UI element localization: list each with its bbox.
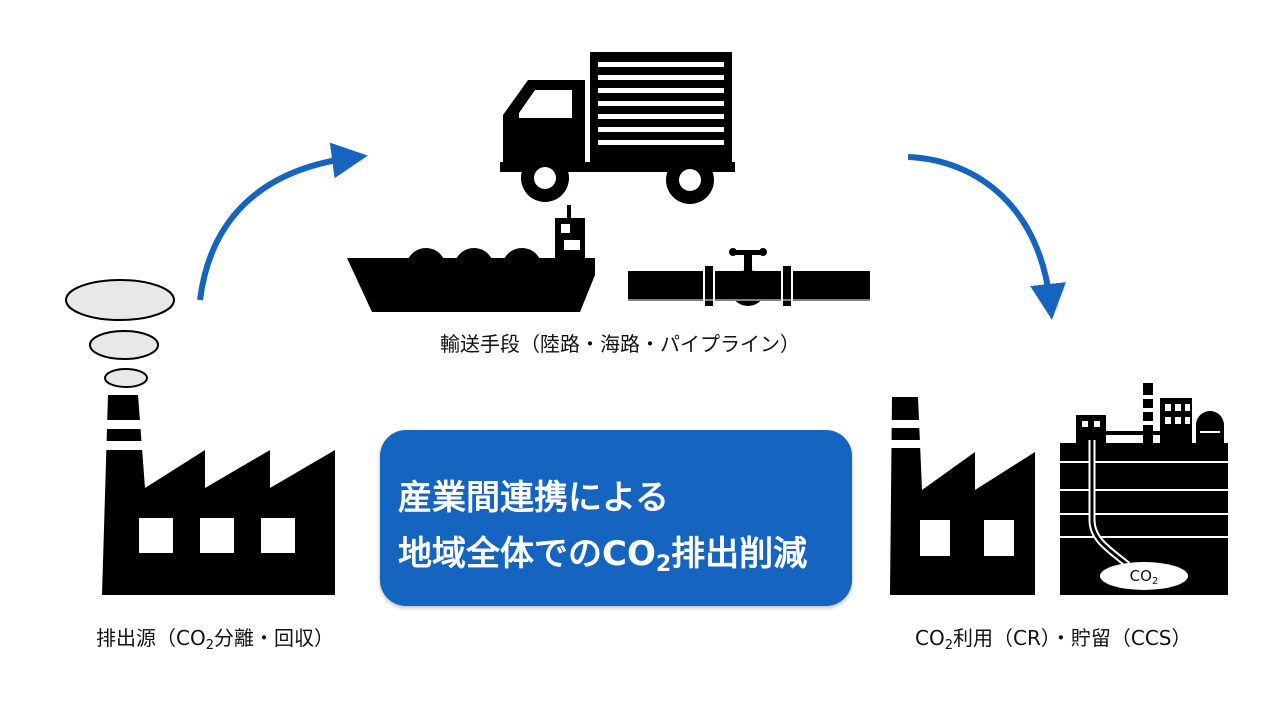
storage-co2-label: CO2 [1129,567,1159,587]
factory-icon [100,395,335,595]
factory-icon [888,397,1035,595]
flow-arrow-icon [197,142,368,301]
center-message-line1: 産業間連携による [398,478,669,518]
source-label: 排出源（CO2分離・回収） [96,626,334,653]
transport-label: 輸送手段（陸路・海路・パイプライン） [440,332,800,356]
smoke-icon [65,279,175,388]
center-message-line2: 地域全体でのCO2排出削減 [398,534,808,577]
utilization-label: CO2利用（CR）・貯留（CCS） [915,626,1192,653]
ship-icon [347,205,595,312]
center-message-box: 産業間連携による 地域全体でのCO2排出削減 [380,430,852,606]
flow-arrow-icon [907,154,1066,320]
truck-icon [500,52,735,204]
storage-facility-icon [1060,383,1228,595]
pipeline-icon [628,248,870,308]
